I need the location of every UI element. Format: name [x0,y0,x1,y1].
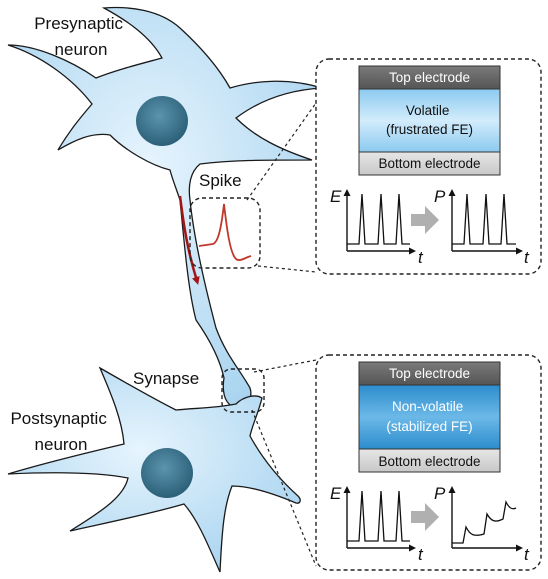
postsynaptic-nucleus [141,448,193,498]
nonvolatile-layer-label: Non-volatile (stabilized FE) [386,399,472,434]
synapse-label: Synapse [133,369,199,388]
postsynaptic-label: Postsynaptic neuron [10,409,111,454]
bottom-electrode-label: Bottom electrode [378,156,480,171]
axis-label-p: P [434,187,446,206]
nonvolatile-panel: Top electrode Non-volatile (stabilized F… [315,354,542,571]
nonvolatile-layer [358,384,501,450]
presynaptic-label: Presynaptic neuron [34,14,128,59]
axis-label-t: t [524,545,530,564]
presynaptic-nucleus [136,96,188,146]
axis-label-e: E [330,484,342,503]
volatile-layer-label: Volatile (frustrated FE) [386,103,473,137]
gray-right-arrow-icon [411,503,439,531]
spike-label: Spike [199,171,242,190]
presynaptic-neuron [7,6,323,408]
action-potential-trace-icon [198,203,252,261]
polarization-plot-nonvolatile: P t [434,484,530,564]
field-pulse-plot: E t [330,484,424,564]
top-electrode-label: Top electrode [389,366,470,381]
axis-label-t: t [418,545,424,564]
spike-propagation-arrow [178,195,200,285]
axis-label-p: P [434,484,446,503]
volatile-panel: Top electrode Volatile (frustrated FE) B… [315,58,542,275]
top-electrode-label: Top electrode [389,70,470,85]
bottom-electrode-layer [358,448,501,473]
axis-label-t: t [418,248,424,267]
bottom-electrode-layer [358,151,501,176]
polarization-plot-volatile: P t [434,187,530,267]
volatile-layer [358,88,501,153]
field-pulse-plot: E t [330,187,424,267]
bottom-electrode-label: Bottom electrode [378,454,480,469]
axis-label-e: E [330,187,342,206]
gray-right-arrow-icon [411,206,439,234]
spike-inset [189,197,261,269]
axis-label-t: t [524,248,530,267]
synapse-inset [221,368,265,413]
connector-lines [246,102,317,567]
